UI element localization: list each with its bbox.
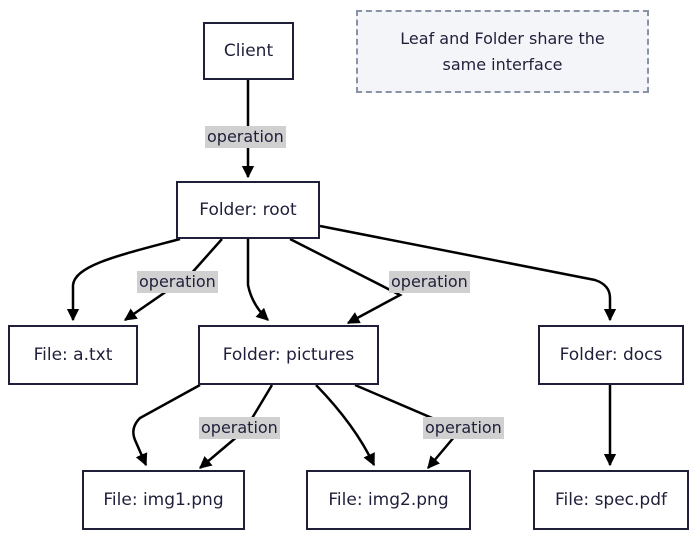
edge-pictures-img1 (132, 383, 201, 467)
node-folder-docs[interactable]: Folder: docs (538, 325, 684, 385)
edge-label-pictures-img2: operation (423, 417, 504, 439)
edge-label-root-a-txt: operation (137, 271, 218, 293)
node-file-spec-pdf[interactable]: File: spec.pdf (533, 470, 689, 530)
edge-root-a-txt (66, 237, 181, 322)
node-client[interactable]: Client (203, 22, 294, 80)
node-file-img1[interactable]: File: img1.png (82, 470, 245, 530)
interface-note: Leaf and Folder share the same interface (356, 10, 649, 93)
node-folder-pictures[interactable]: Folder: pictures (198, 325, 379, 385)
edge-label-client-root: operation (205, 126, 286, 148)
node-file-a-txt[interactable]: File: a.txt (8, 325, 138, 385)
node-folder-root[interactable]: Folder: root (176, 181, 320, 239)
edge-label-root-pictures: operation (389, 271, 470, 293)
edge-label-pictures-img1: operation (199, 417, 280, 439)
edge-root-pictures (246, 239, 269, 321)
edge-root-pictures-label (289, 237, 403, 325)
edge-root-docs (319, 224, 617, 322)
node-file-img2[interactable]: File: img2.png (306, 470, 471, 530)
edge-pictures-img2 (315, 384, 376, 467)
